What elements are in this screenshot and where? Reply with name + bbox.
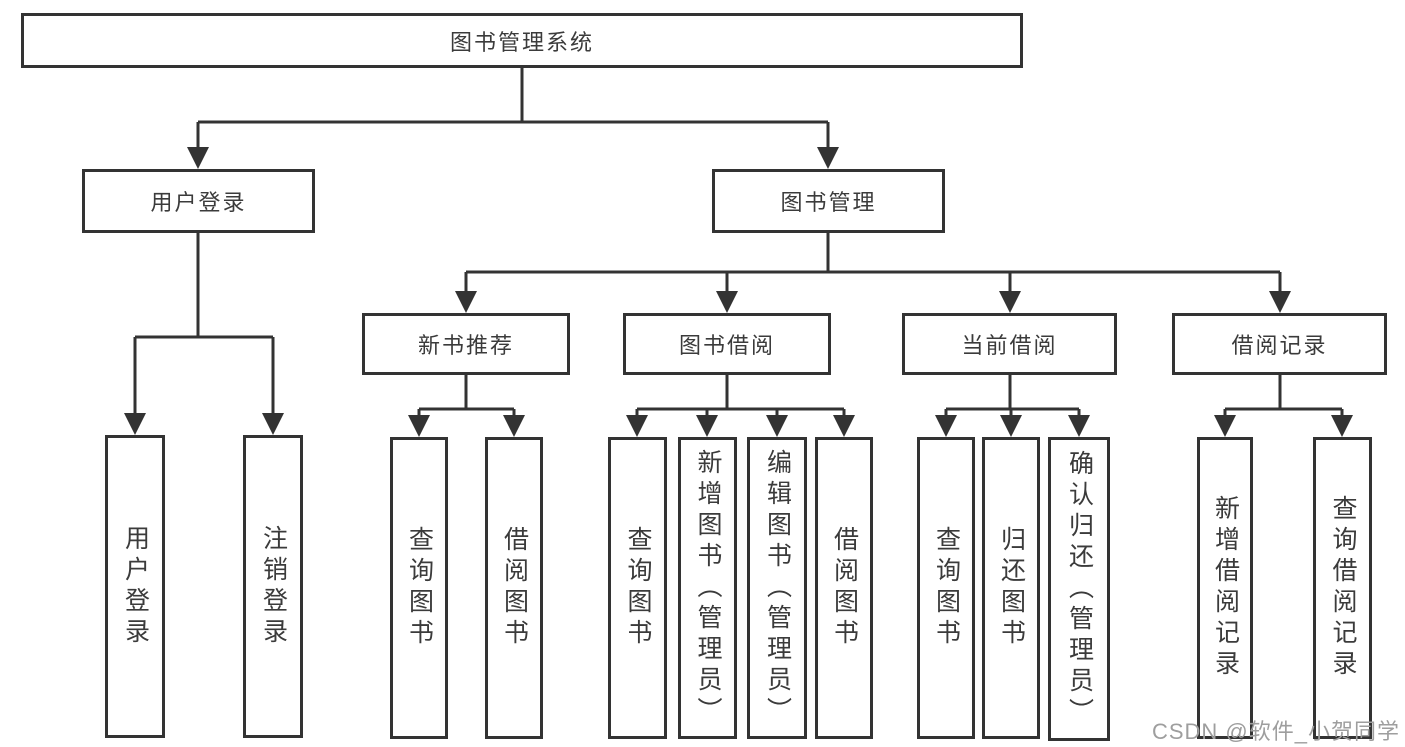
leaf-newbook-borrow-book: 借阅图书 [485,437,543,739]
leaf-label: 借阅图书 [830,526,859,650]
leaf-logout-login: 注销登录 [243,435,303,738]
leaf-newbook-query-book: 查询图书 [390,437,448,739]
arrow-down-icon [1269,291,1291,313]
node-user-login: 用户登录 [82,169,315,233]
leaf-label: 新增借阅记录 [1211,495,1240,681]
node-book-management: 图书管理 [712,169,945,233]
leaf-current-query-book: 查询图书 [917,437,975,739]
leaf-label: 查询借阅记录 [1329,495,1357,681]
leaf-borrow-edit-book-admin: 编辑图书（管理员） [747,437,807,739]
leaf-label: 借阅图书 [500,526,529,650]
arrow-down-icon [766,415,788,437]
leaf-label: 新增图书（管理员） [694,448,722,728]
node-book-borrow: 图书借阅 [623,313,831,375]
leaf-label: 用户登录 [121,524,150,649]
arrow-down-icon [124,413,146,435]
connector-segments [133,68,1344,418]
leaf-records-query-record: 查询借阅记录 [1313,437,1372,739]
leaf-borrow-add-book-admin: 新增图书（管理员） [678,437,737,739]
arrow-down-icon [408,415,430,437]
leaf-borrow-query-book: 查询图书 [608,437,667,739]
leaf-label: 查询图书 [624,526,652,650]
arrow-down-icon [935,415,957,437]
arrow-down-icon [817,147,839,169]
arrow-down-icon [1214,415,1236,437]
arrow-down-icon [696,415,718,437]
leaf-label: 查询图书 [405,526,434,650]
arrow-down-icon [1331,415,1353,437]
arrow-down-icon [1068,415,1090,437]
arrow-down-icon [455,291,477,313]
arrow-down-icon [262,413,284,435]
leaf-label: 确认归还（管理员） [1065,449,1094,729]
arrow-down-icon [626,415,648,437]
leaf-label: 编辑图书（管理员） [763,448,792,728]
node-new-book-recommend: 新书推荐 [362,313,570,375]
connector-arrowheads [124,147,1353,437]
arrow-down-icon [187,147,209,169]
arrow-down-icon [999,291,1021,313]
arrow-down-icon [1000,415,1022,437]
arrow-down-icon [716,291,738,313]
leaf-borrow-borrow-book: 借阅图书 [815,437,873,739]
leaf-records-add-record: 新增借阅记录 [1197,437,1253,739]
leaf-label: 查询图书 [932,526,961,650]
leaf-label: 归还图书 [997,526,1026,650]
leaf-current-return-book: 归还图书 [982,437,1040,739]
node-current-borrow: 当前借阅 [902,313,1117,375]
arrow-down-icon [503,415,525,437]
csdn-watermark: CSDN @软件_小贺同学 [1151,719,1400,744]
arrow-down-icon [833,415,855,437]
leaf-label: 注销登录 [259,524,288,649]
node-root-system: 图书管理系统 [21,13,1023,68]
leaf-current-confirm-return-admin: 确认归还（管理员） [1048,437,1110,741]
node-borrow-records: 借阅记录 [1172,313,1387,375]
leaf-user-login: 用户登录 [105,435,165,738]
